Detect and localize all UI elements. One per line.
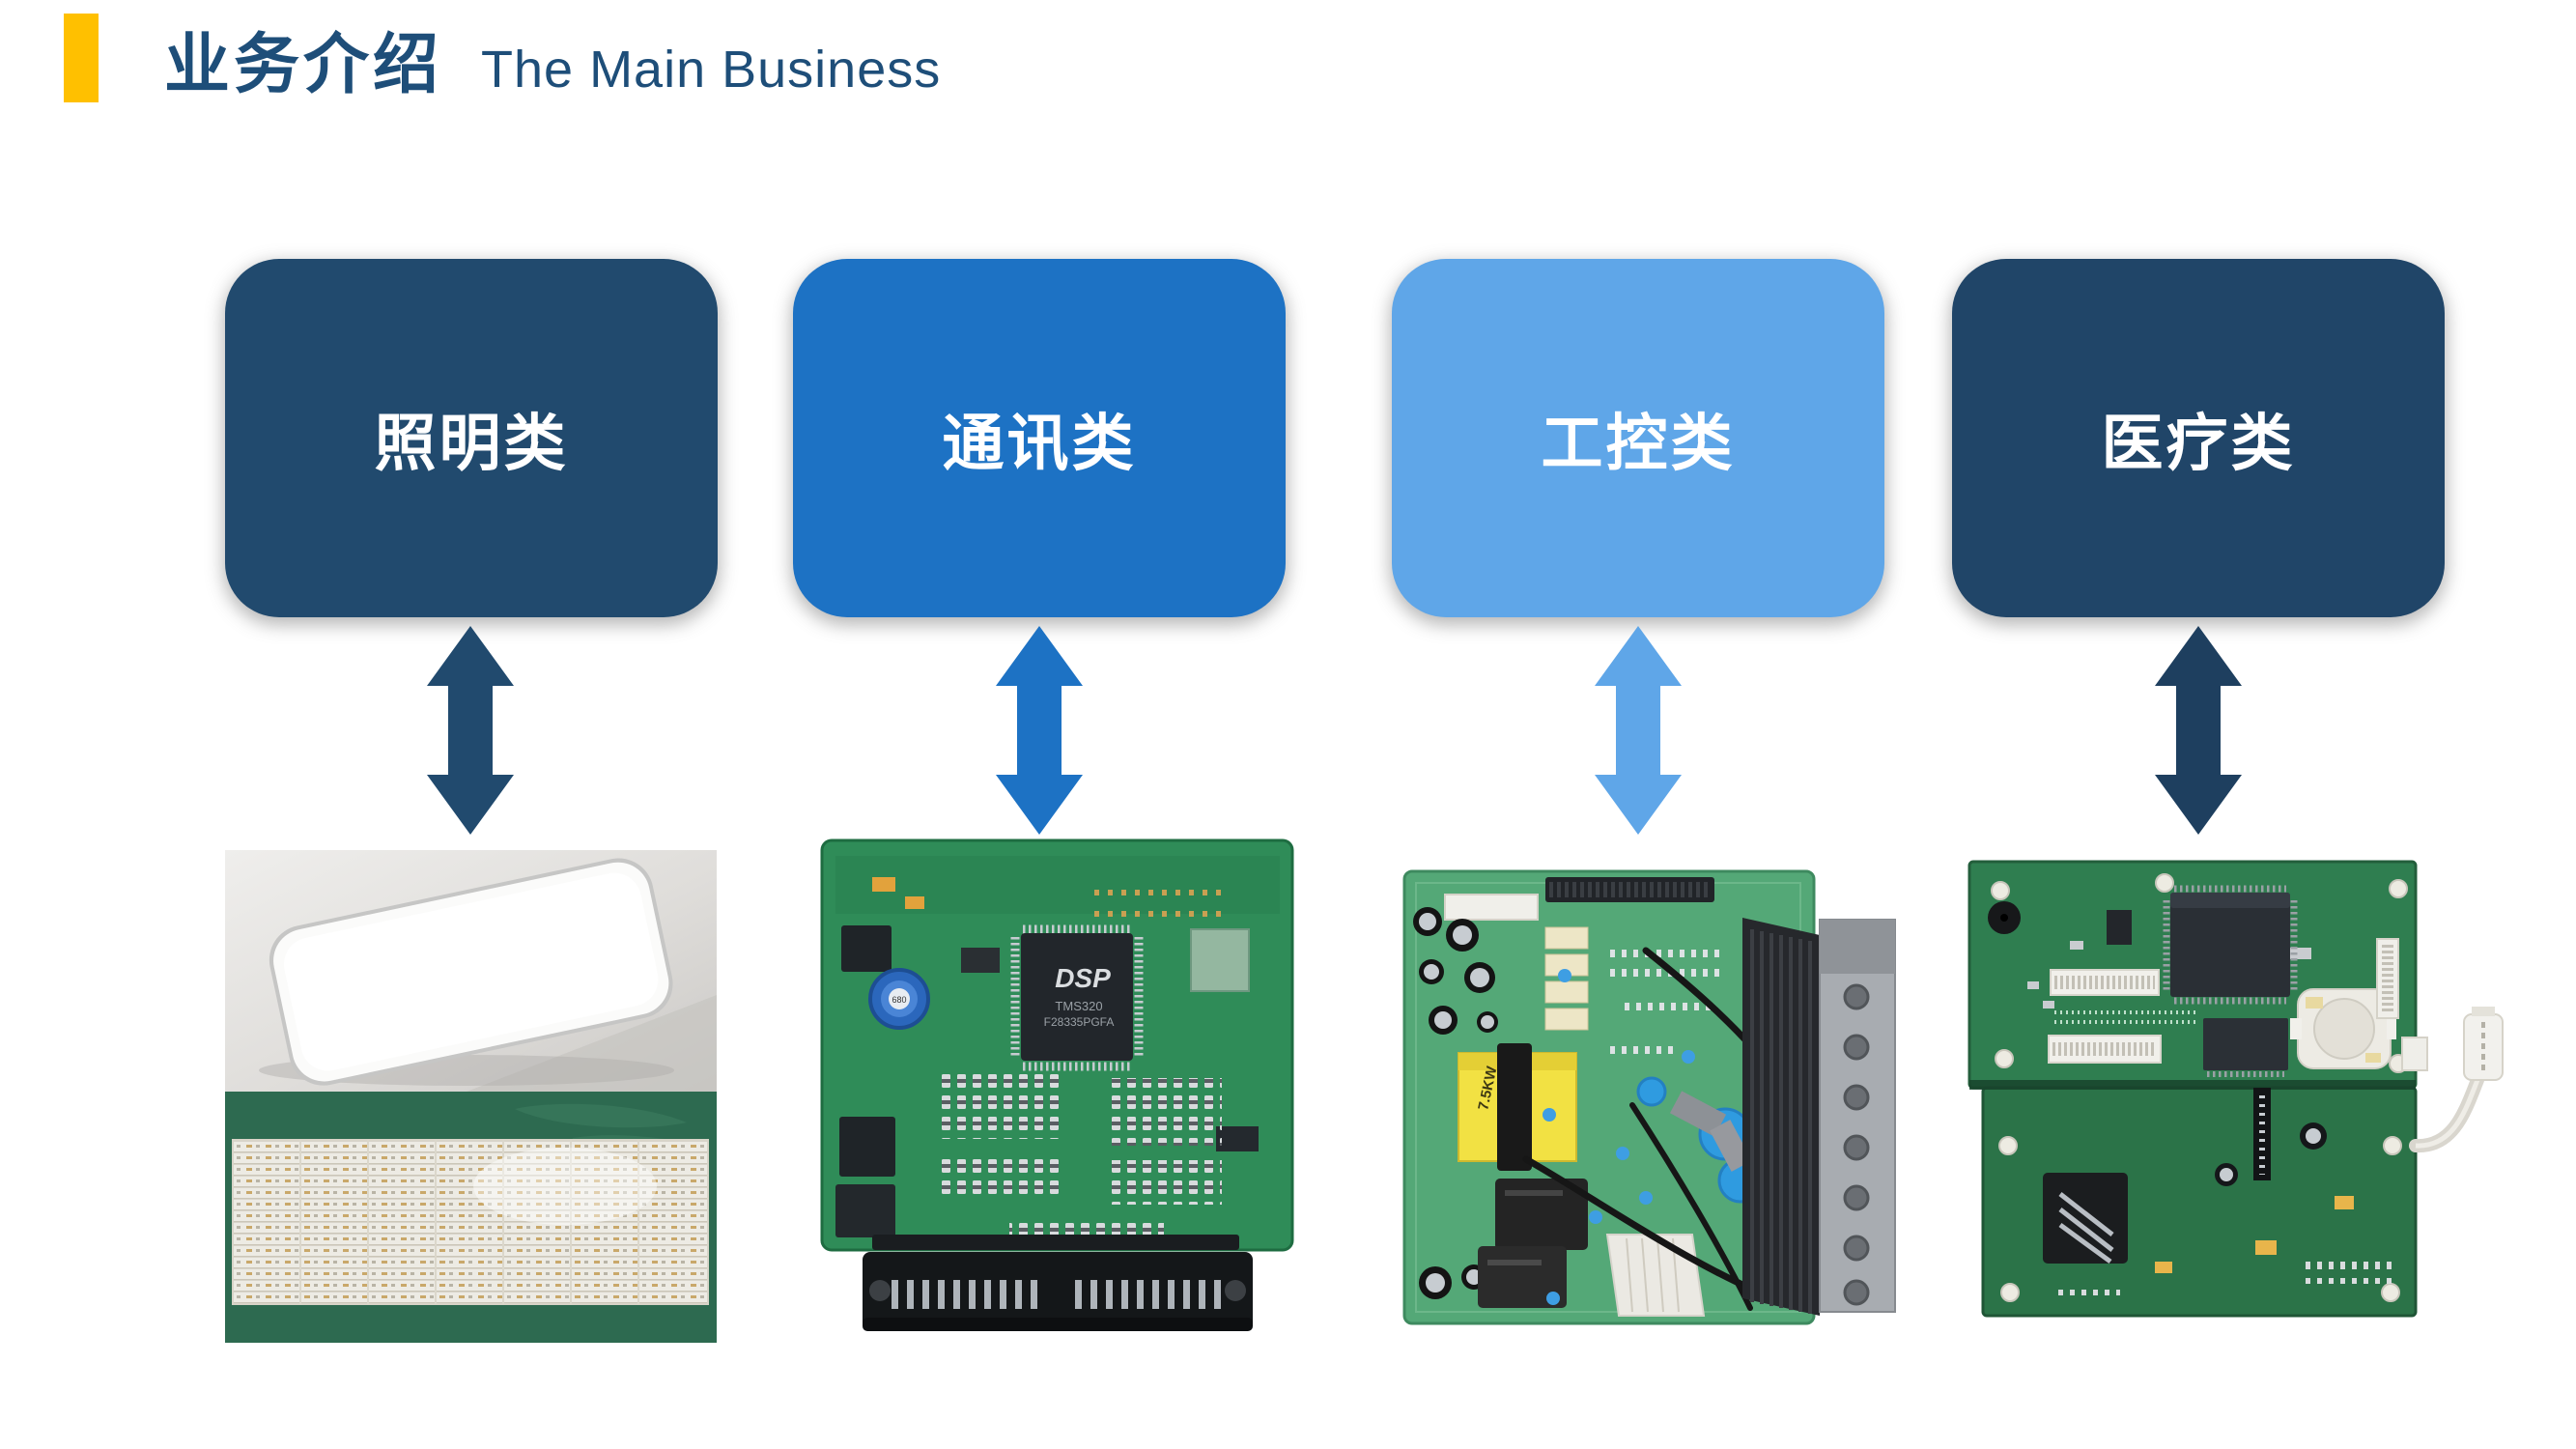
ic-chip	[835, 1184, 895, 1237]
ffc-connectors	[2048, 969, 2197, 1064]
ceiling-lamp-photo	[225, 850, 717, 1092]
slide-header: 业务介绍 The Main Business	[64, 10, 941, 106]
smd-module	[1190, 928, 1250, 992]
category-box-communication: 通讯类	[793, 259, 1286, 617]
lower-board-parts	[2058, 1122, 2398, 1295]
battery-holder	[2290, 988, 2396, 1069]
main-processor-chip	[2163, 885, 2298, 1005]
double-arrow-icon	[1595, 626, 1682, 835]
svg-text:680: 680	[892, 995, 906, 1005]
resistor-arrays	[940, 1073, 1222, 1238]
smd-rows	[1610, 950, 1721, 1054]
category-label: 照明类	[374, 408, 569, 478]
vertical-connector	[2376, 938, 2399, 1019]
category-box-industrial-control: 工控类	[1392, 259, 1884, 617]
white-cable	[2409, 1007, 2504, 1152]
photo-lighting-products	[225, 850, 717, 1343]
photo-industrial-control-pcb: 7.5KW	[1402, 862, 1901, 1331]
double-arrow-icon	[2155, 626, 2242, 835]
svg-text:DSP: DSP	[1055, 963, 1111, 993]
svg-text:TMS320: TMS320	[1055, 999, 1102, 1013]
optocoupler-column	[1544, 926, 1589, 1031]
white-connector	[1444, 894, 1539, 921]
photo-medical-pcb	[1966, 856, 2516, 1321]
page-subtitle: The Main Business	[481, 40, 942, 99]
pin-header-connector	[1545, 877, 1714, 902]
ic-chip	[961, 948, 1000, 973]
power-connector	[2043, 1173, 2128, 1264]
category-box-lighting: 照明类	[225, 259, 718, 617]
page-title-group: 业务介绍 The Main Business	[99, 11, 941, 106]
capacitor	[872, 877, 895, 892]
pin-header	[2253, 1088, 2271, 1180]
terminal-block	[1819, 919, 1896, 1313]
title-accent-bar	[64, 14, 99, 102]
ic-chip	[839, 1117, 895, 1177]
ic-chip	[2107, 910, 2132, 945]
page-title: 业务介绍	[164, 27, 443, 101]
photo-communication-pcb: 680 DSP TMS320 F28335PGFA	[816, 837, 1299, 1353]
led-strip-panel-photo	[225, 1092, 717, 1343]
memory-chip	[2203, 1018, 2288, 1077]
ic-chip	[841, 925, 892, 972]
edge-connector	[863, 1235, 1253, 1331]
ic-chip	[1216, 1126, 1259, 1151]
grey-capacitor	[1669, 1091, 1727, 1137]
heatsink	[1742, 918, 1820, 1316]
grey-capacitor	[1710, 1120, 1752, 1172]
passives	[2027, 941, 2311, 1009]
white-connector	[2401, 1037, 2428, 1071]
category-label: 医疗类	[2101, 408, 2296, 478]
double-arrow-icon	[996, 626, 1083, 835]
flat-cable	[1605, 1234, 1706, 1317]
inductor: 680	[868, 968, 930, 1030]
category-box-medical: 医疗类	[1952, 259, 2445, 617]
svg-text:F28335PGFA: F28335PGFA	[1044, 1015, 1115, 1029]
double-arrow-icon	[427, 626, 514, 835]
transformer: 7.5KW	[1458, 1043, 1577, 1171]
buzzer	[1988, 901, 2021, 934]
capacitor	[905, 896, 924, 909]
dsp-chip: DSP TMS320 F28335PGFA	[1010, 924, 1144, 1071]
category-label: 工控类	[1541, 408, 1736, 478]
category-label: 通讯类	[942, 408, 1137, 478]
relays	[1478, 1179, 1588, 1308]
